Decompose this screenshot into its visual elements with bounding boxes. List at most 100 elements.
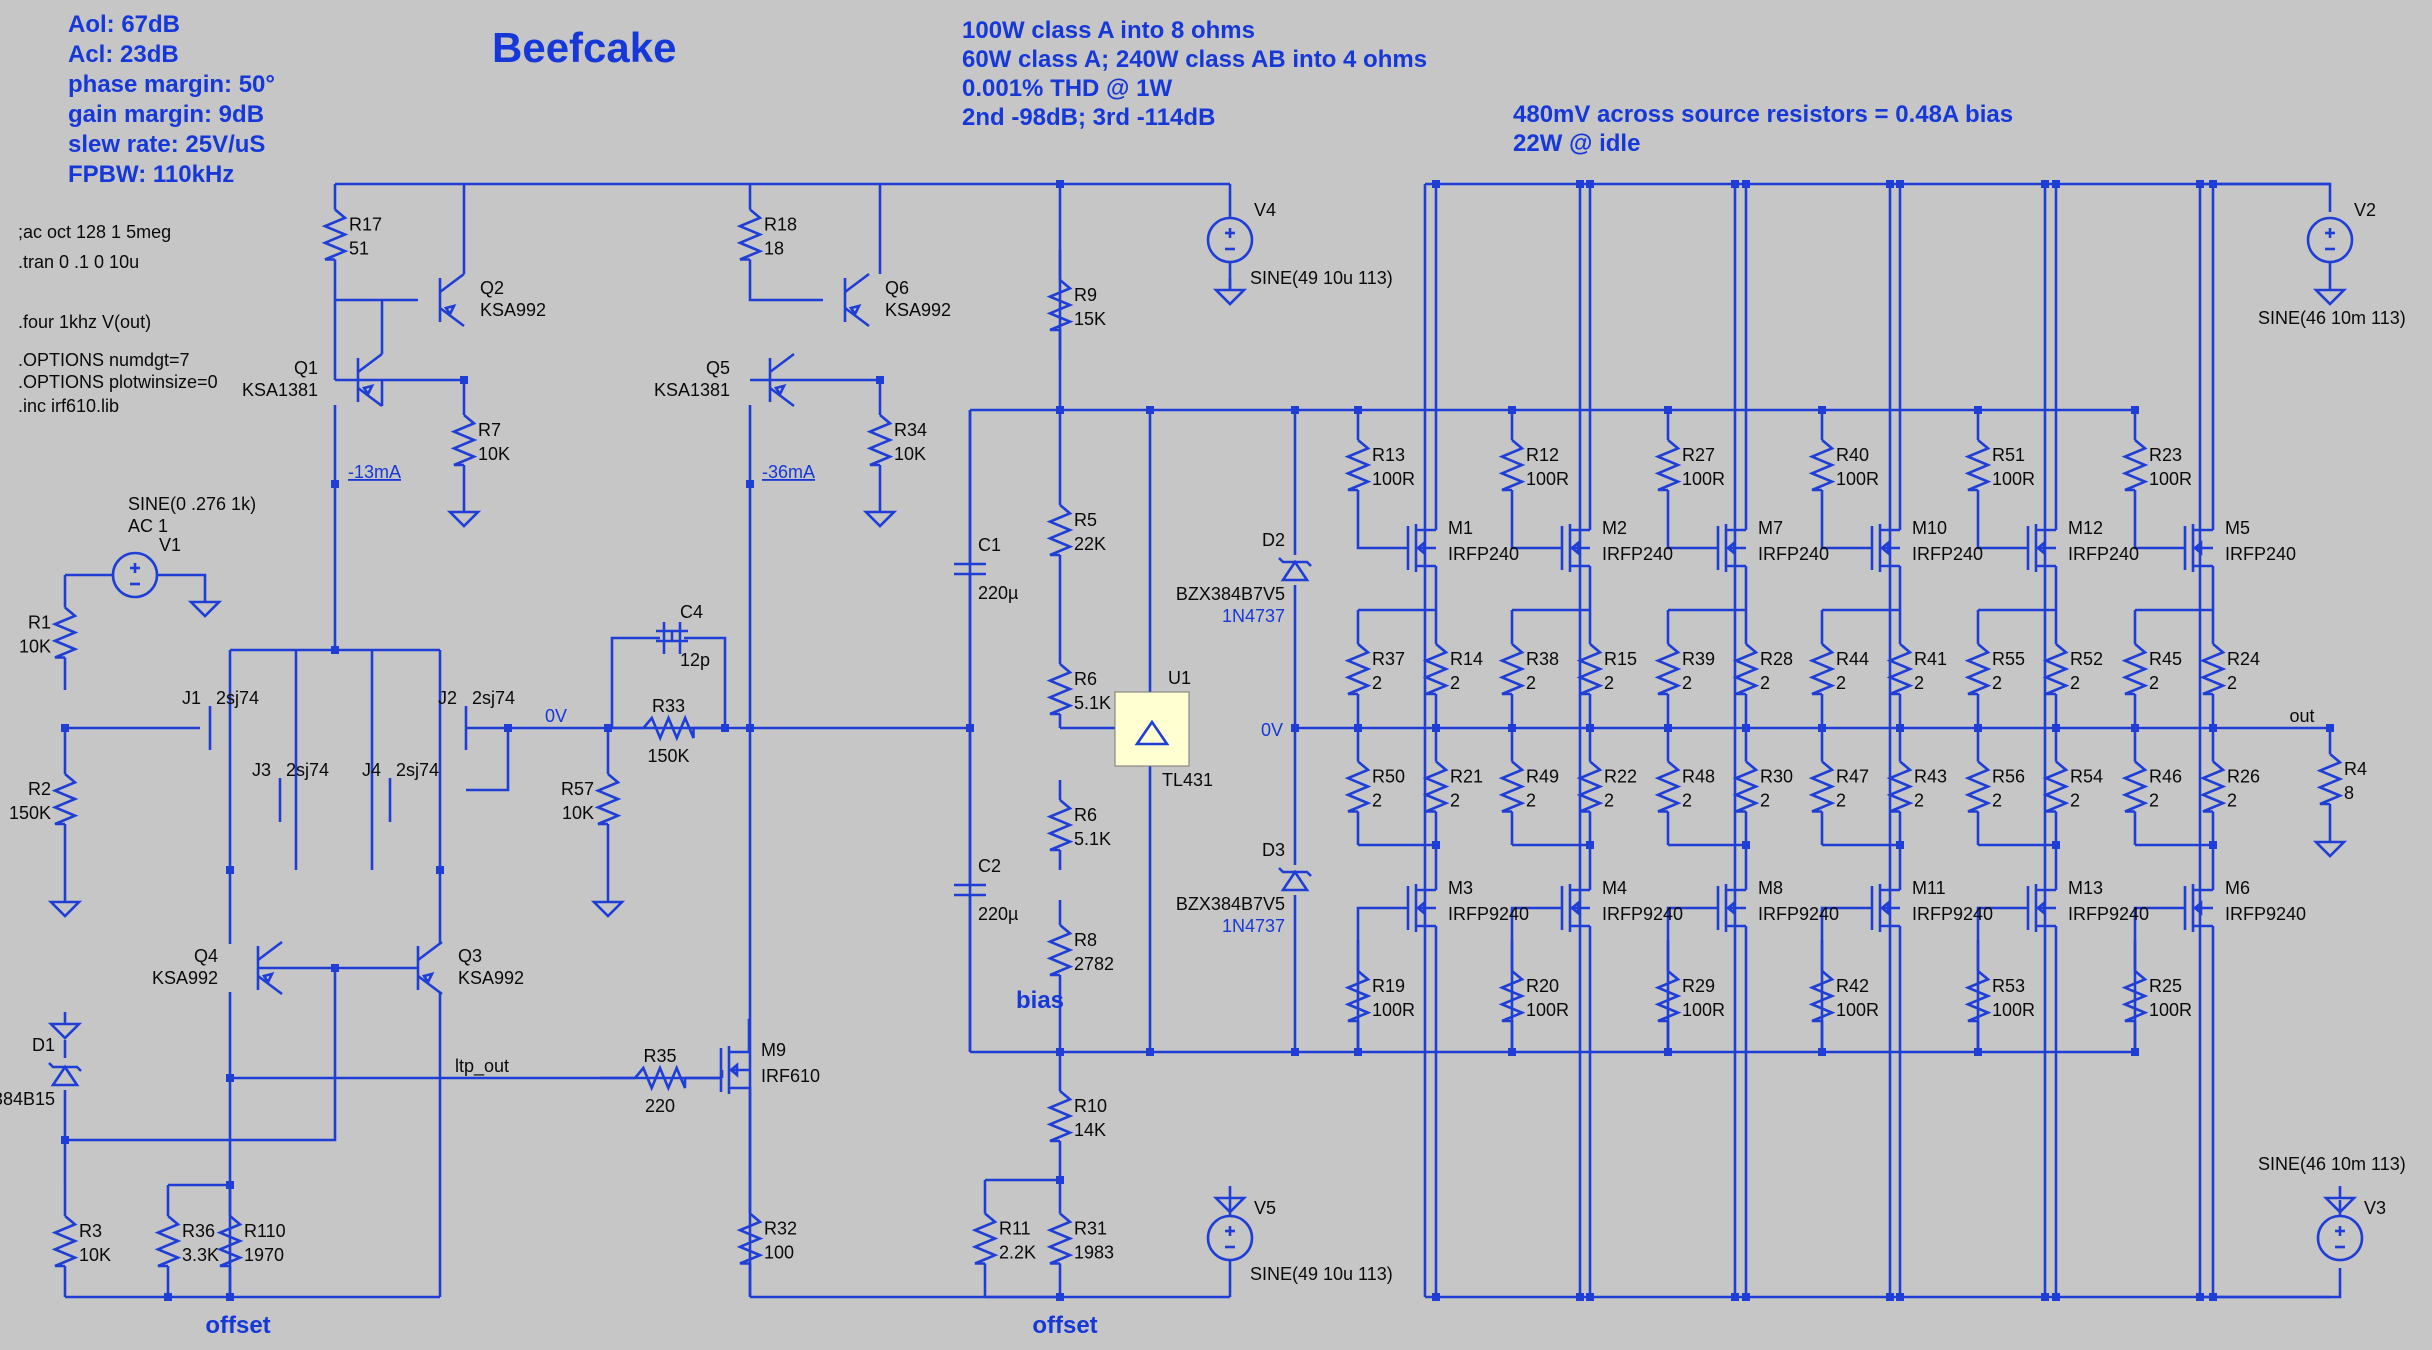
resistor-r53 — [1964, 970, 1992, 1023]
value-r19: 100R — [1372, 1000, 1415, 1020]
resistor-r21 — [1422, 760, 1450, 813]
ground-icon — [47, 900, 83, 918]
ref-m2: M2 — [1602, 518, 1627, 538]
ref-m8: M8 — [1758, 878, 1783, 898]
junction-dot — [2209, 724, 2217, 732]
junction-dot — [164, 1293, 172, 1301]
wire — [1356, 906, 1408, 940]
ground-icon — [2322, 1196, 2358, 1214]
value-m3: IRFP9240 — [1448, 904, 1529, 924]
value-m8: IRFP9240 — [1758, 904, 1839, 924]
value-r26: 2 — [2227, 791, 2237, 811]
ref-r13: R13 — [1372, 445, 1405, 465]
emitter-lead — [357, 386, 383, 408]
net-0v-left: 0V — [545, 706, 567, 726]
ref-m5: M5 — [2225, 518, 2250, 538]
arrow-icon — [1725, 540, 1736, 556]
value-r40: 100R — [1836, 469, 1879, 489]
resistor-r44 — [1808, 643, 1836, 696]
arrow-icon — [1879, 540, 1890, 556]
arrow-icon — [1879, 900, 1890, 916]
ref-r14: R14 — [1450, 649, 1483, 669]
resistor-r42 — [1808, 970, 1836, 1023]
ref-v4: V4 — [1254, 200, 1276, 220]
ref-r53: R53 — [1992, 976, 2025, 996]
junction-dot — [721, 724, 729, 732]
value-r15: 2 — [1604, 673, 1614, 693]
alt-d3: 1N4737 — [1222, 916, 1285, 936]
resistor-r110 — [216, 1215, 244, 1268]
ref-r7: R7 — [478, 420, 501, 440]
zener-diode-d3 — [1280, 869, 1310, 892]
resistor-r30 — [1732, 760, 1760, 813]
resistor-r4 — [2316, 753, 2344, 806]
junction-dot — [1056, 180, 1064, 188]
ref-d2: D2 — [1262, 530, 1285, 550]
ref-m13: M13 — [2068, 878, 2103, 898]
wire — [1666, 906, 1718, 940]
ref-r15: R15 — [1604, 649, 1637, 669]
value-r14: 2 — [1450, 673, 1460, 693]
ref-r43: R43 — [1914, 767, 1947, 787]
junction-dot — [1742, 724, 1750, 732]
wire — [2200, 1268, 2342, 1299]
collector-lead — [357, 352, 383, 374]
wire — [747, 1018, 751, 1052]
value-r46: 2 — [2149, 791, 2159, 811]
ref-m11: M11 — [1912, 878, 1946, 898]
resistor-r19 — [1344, 970, 1372, 1023]
arrow-icon — [421, 972, 435, 985]
ref-q1: Q1 — [294, 358, 318, 378]
junction-dot — [1886, 180, 1894, 188]
value-r9: 15K — [1074, 309, 1106, 329]
value-r55: 2 — [1992, 673, 2002, 693]
resistor-r56 — [1964, 760, 1992, 813]
value-r32: 100 — [764, 1243, 794, 1263]
spec-line: phase margin: 50° — [68, 71, 275, 98]
value-r7: 10K — [478, 444, 510, 464]
arrow-icon — [2035, 900, 2046, 916]
value-r34: 10K — [894, 444, 926, 464]
arrow-icon — [773, 384, 787, 397]
value-r45: 2 — [2149, 673, 2159, 693]
junction-dot — [876, 376, 884, 384]
value-d2: BZX384B7V5 — [1176, 584, 1285, 604]
ref-m1: M1 — [1448, 518, 1473, 538]
power-note: 100W class A into 8 ohms — [962, 17, 1255, 44]
value-r18: 18 — [764, 239, 784, 259]
junction-dot — [2041, 180, 2049, 188]
resistor-r12 — [1498, 439, 1526, 492]
value-r13: 100R — [1372, 469, 1415, 489]
value-r23: 100R — [2149, 469, 2192, 489]
junction-dot — [2052, 180, 2060, 188]
ref-m3: M3 — [1448, 878, 1473, 898]
value-r22: 2 — [1604, 791, 1614, 811]
voltage-source-v3 — [2316, 1214, 2364, 1262]
ref-r8: R8 — [1074, 930, 1097, 950]
resistor-r32 — [736, 1212, 764, 1265]
resistor-r3 — [51, 1215, 79, 1268]
value-j2: 2sj74 — [472, 688, 515, 708]
junction-dot — [1432, 180, 1440, 188]
spec-line: slew rate: 25V/uS — [68, 131, 265, 158]
junction-dot — [1586, 180, 1594, 188]
spec-line: Acl: 23dB — [68, 41, 179, 68]
junction-dot — [504, 724, 512, 732]
tl431-box — [1114, 691, 1190, 767]
resistor-r11 — [971, 1212, 999, 1265]
wire — [1666, 520, 1718, 550]
value-v1: SINE(0 .276 1k) — [128, 494, 256, 514]
value-r54: 2 — [2070, 791, 2080, 811]
ref-r50: R50 — [1372, 767, 1405, 787]
value-r36: 3.3K — [182, 1245, 219, 1265]
junction-dot — [1354, 724, 1362, 732]
value-d3: BZX384B7V5 — [1176, 894, 1285, 914]
resistor-r40 — [1808, 439, 1836, 492]
tl431-symbol — [1134, 719, 1170, 746]
ref-r41: R41 — [1914, 649, 1947, 669]
junction-dot — [1896, 724, 1904, 732]
ref-c2: C2 — [978, 856, 1001, 876]
ref-r6: R6 — [1074, 669, 1097, 689]
ref-q3: Q3 — [458, 946, 482, 966]
junction-dot — [1742, 1293, 1750, 1301]
